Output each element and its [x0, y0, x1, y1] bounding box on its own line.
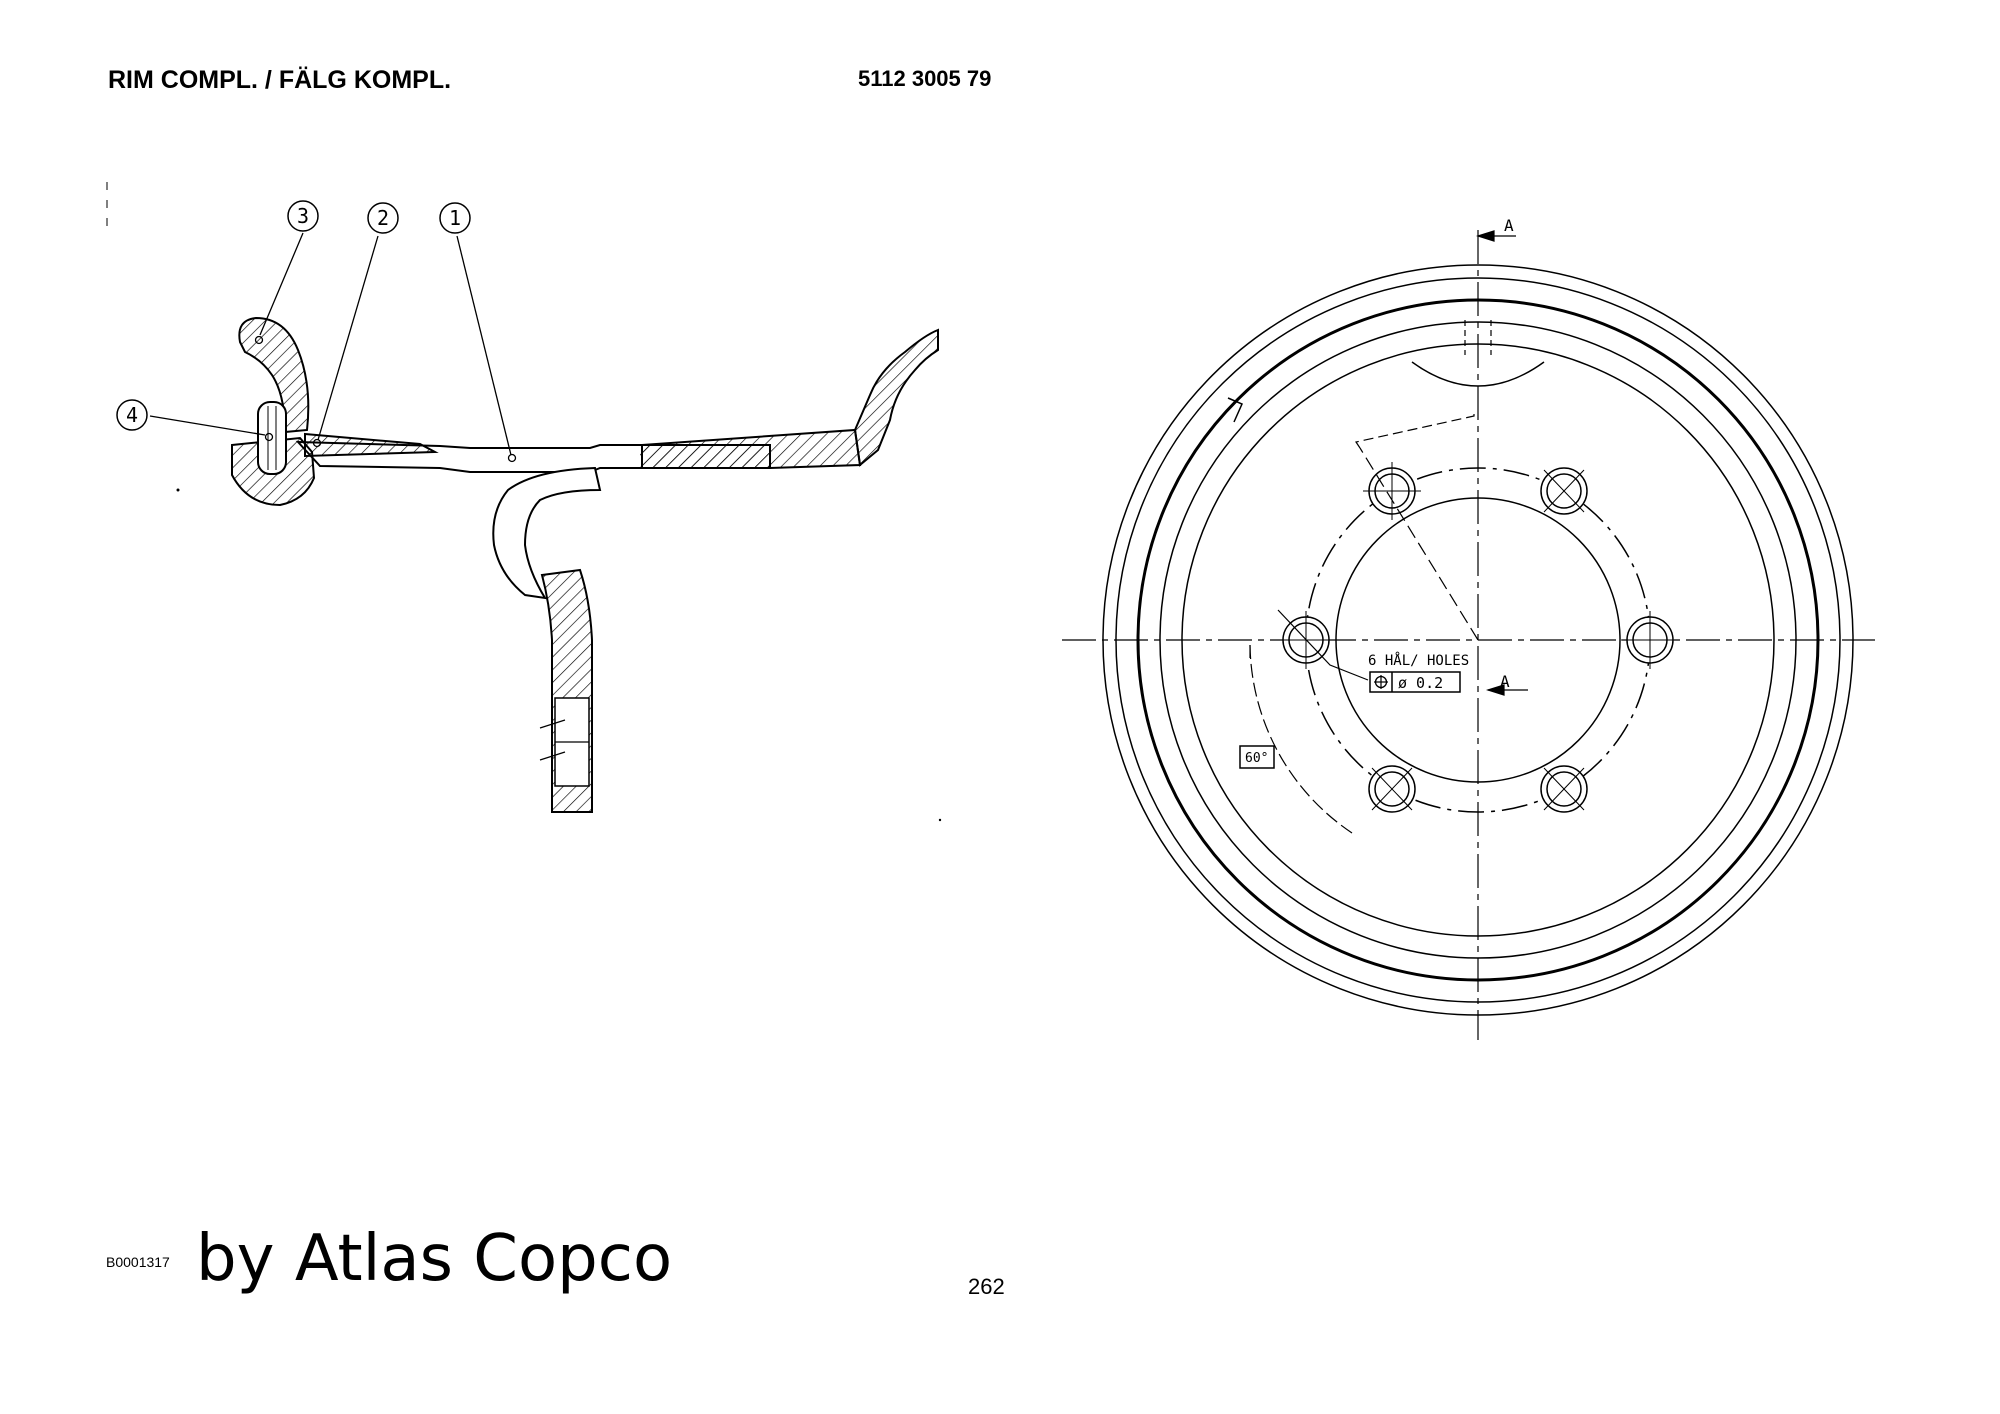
svg-text:3: 3 [297, 204, 309, 228]
rim-flange-right [853, 328, 939, 467]
bolt-holes [1277, 462, 1679, 813]
locking-ring [238, 316, 310, 434]
holes-label: 6 HÅL/ HOLES [1368, 652, 1469, 669]
wheel-disc-bend [492, 466, 602, 600]
svg-text:1: 1 [449, 206, 461, 230]
dimension-lines [1249, 230, 1528, 834]
bolt-hole [1540, 765, 1588, 813]
section-marker-bottom: A [1500, 672, 1510, 691]
bolt-hole [1540, 467, 1588, 515]
rim-well [641, 428, 862, 469]
tapered-band [304, 432, 439, 458]
image-code: B0001317 [106, 1254, 170, 1270]
svg-text:2: 2 [377, 206, 389, 230]
page-title: RIM COMPL. / FÄLG KOMPL. [108, 66, 452, 94]
rim-section-view [106, 182, 942, 822]
bolt-hole [1621, 611, 1679, 669]
tolerance-value: ø 0.2 [1398, 674, 1443, 692]
callout-4: 4 [116, 399, 148, 431]
callout-3: 3 [287, 200, 319, 232]
section-marker-top: A [1504, 216, 1514, 235]
rim-front-view [1062, 230, 1875, 1040]
bolt-hole [1368, 765, 1416, 813]
page-number: 262 [968, 1274, 1005, 1299]
bolt-hole [1363, 462, 1421, 520]
angle-label: 60° [1245, 751, 1268, 766]
front-view-annotations: A A 6 HÅL/ HOLES ø 0.2 60° [1239, 216, 1514, 769]
callout-1: 1 [439, 202, 471, 234]
callout-leaders [149, 232, 512, 456]
position-tolerance-frame: ø 0.2 [1369, 671, 1461, 693]
angle-callout: 60° [1239, 745, 1275, 769]
brand-label: by Atlas Copco [196, 1222, 673, 1296]
svg-text:4: 4 [126, 403, 138, 427]
part-number: 5112 3005 79 [858, 66, 992, 91]
callout-2: 2 [367, 202, 399, 234]
